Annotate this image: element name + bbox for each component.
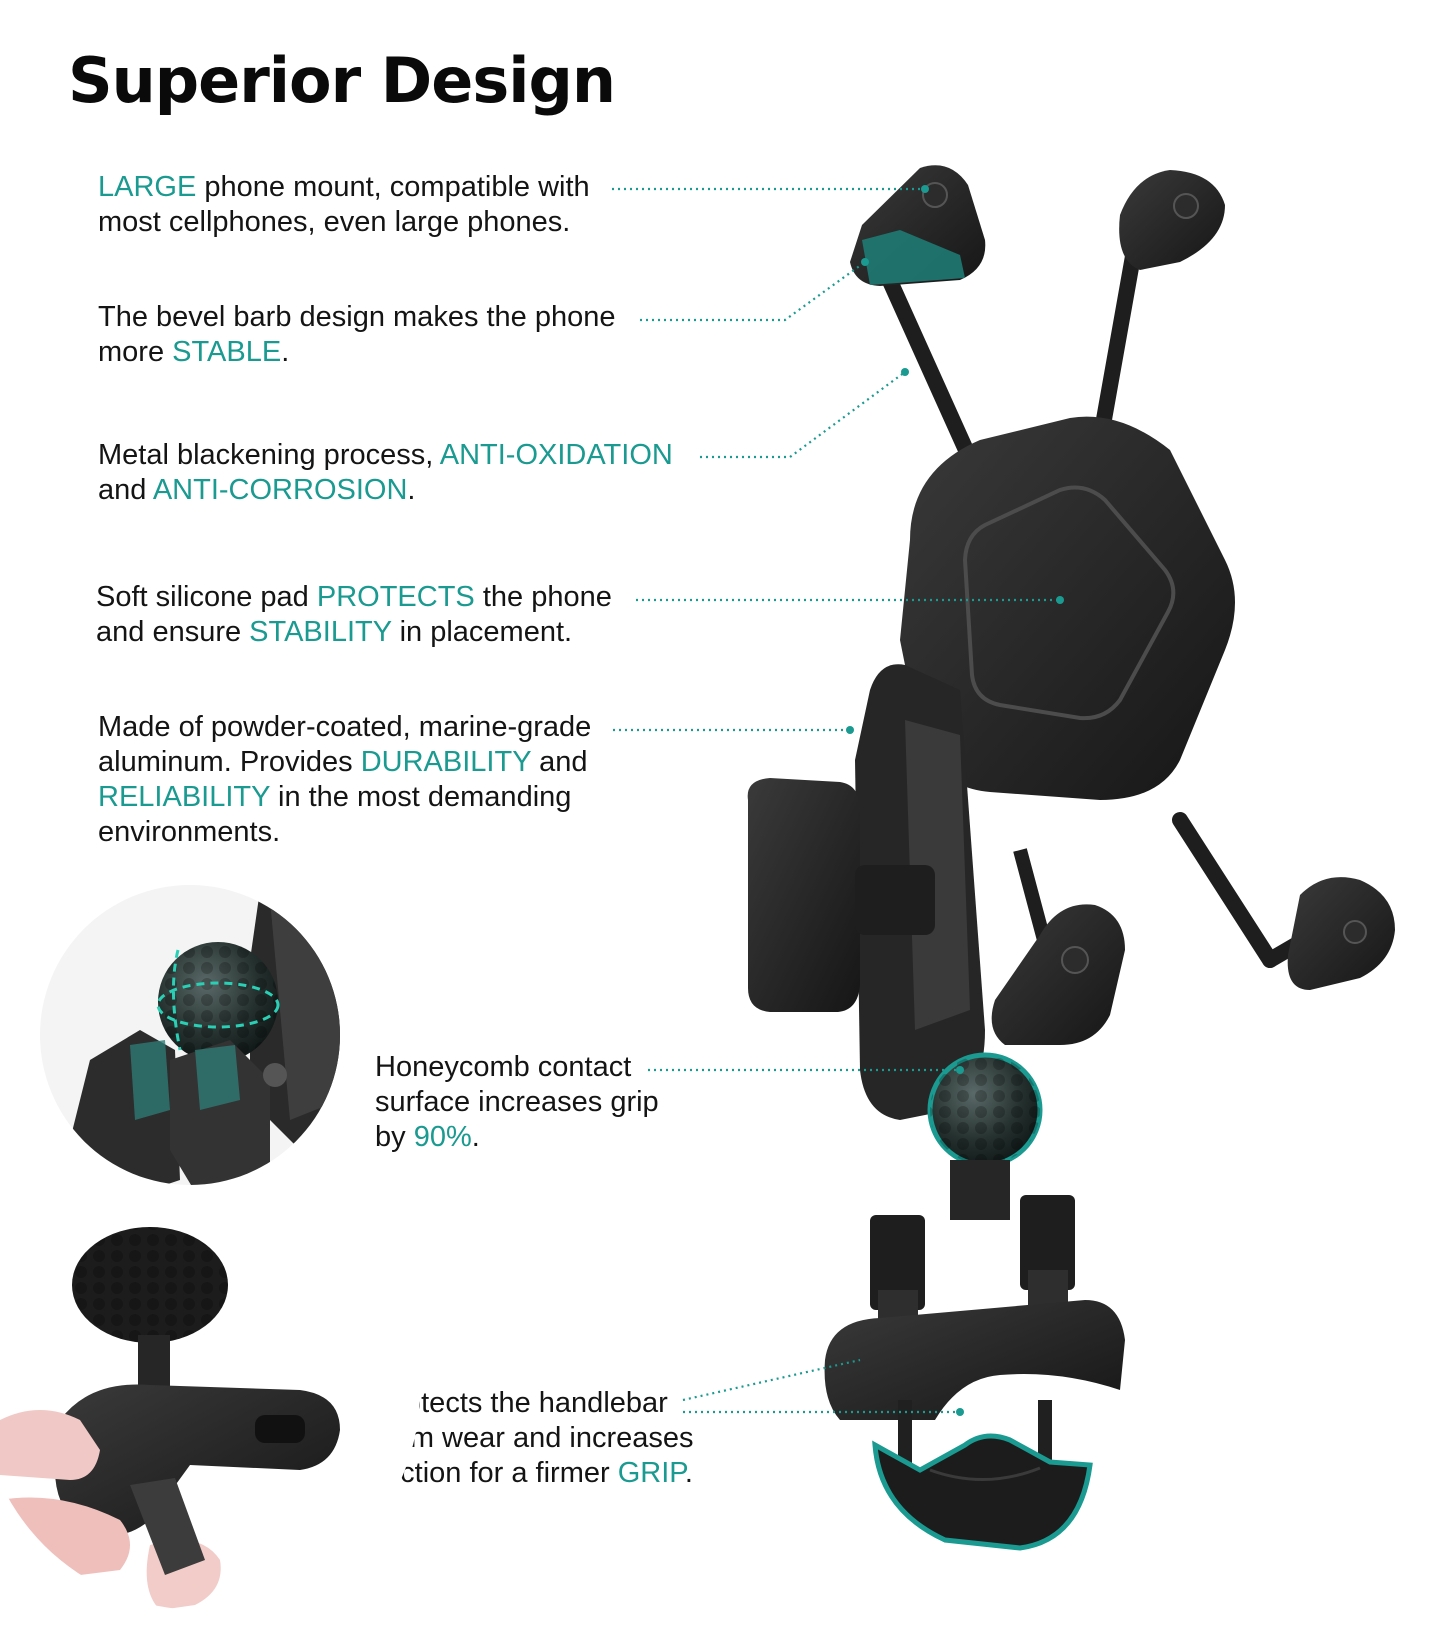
body-text: Metal blackening process, <box>98 439 440 471</box>
feature-line: The bevel barb design makes the phone <box>98 300 616 335</box>
feature-line: environments. <box>98 815 591 850</box>
body-text: Made of powder-coated, marine-grade <box>98 711 592 743</box>
feature-line: Made of powder-coated, marine-grade <box>98 710 591 745</box>
body-text: and <box>531 746 588 778</box>
body-text: . <box>407 474 416 506</box>
body-text: The bevel barb design makes the phone <box>98 301 616 333</box>
highlight-text: RELIABILITY <box>98 781 270 813</box>
ball-joint-detail-image <box>40 885 340 1185</box>
feature-line: by 90%. <box>375 1120 659 1155</box>
body-text: more <box>98 336 173 368</box>
body-text: and <box>98 474 153 506</box>
feature-line: aluminum. Provides DURABILITY and <box>98 745 591 780</box>
highlight-text: STABLE <box>172 336 282 368</box>
highlight-text: 90% <box>413 1121 472 1153</box>
body-text: friction for a firmer <box>376 1457 618 1489</box>
feature-line: from wear and increases <box>376 1421 694 1456</box>
body-text: the phone <box>474 581 612 613</box>
feature-line: Honeycomb contact <box>375 1050 659 1085</box>
feature-line: more STABLE. <box>98 335 616 370</box>
body-text: and ensure <box>96 616 250 648</box>
feature-line: most cellphones, even large phones. <box>98 205 590 240</box>
highlight-text: ANTI-CORROSION <box>152 474 408 506</box>
callout-dots <box>846 185 1064 1416</box>
highlight-text: GRIP <box>617 1457 685 1489</box>
body-text: Protects the handlebar <box>376 1387 668 1419</box>
body-text: Honeycomb contact <box>375 1051 632 1083</box>
highlight-text: STABILITY <box>249 616 392 648</box>
body-text: . <box>471 1121 480 1153</box>
feature-line: Metal blackening process, ANTI-OXIDATION <box>98 438 673 473</box>
feature-line: LARGE phone mount, compatible with <box>98 170 590 205</box>
base-ball-hand-image <box>0 1220 420 1610</box>
body-text: in the most demanding <box>269 781 572 813</box>
body-text: surface increases grip <box>375 1086 659 1118</box>
highlight-text: PROTECTS <box>316 581 475 613</box>
feature-metal-blackening: Metal blackening process, ANTI-OXIDATION… <box>98 438 673 508</box>
body-text: phone mount, compatible with <box>196 171 590 203</box>
body-text: environments. <box>98 816 281 848</box>
feature-line: and ANTI-CORROSION. <box>98 473 673 508</box>
highlight-text: LARGE <box>98 171 197 203</box>
feature-line: friction for a firmer GRIP. <box>376 1456 694 1491</box>
body-text: . <box>684 1457 693 1489</box>
feature-line: Soft silicone pad PROTECTS the phone <box>96 580 612 615</box>
page-title: Superior Design <box>68 44 616 117</box>
feature-line: and ensure STABILITY in placement. <box>96 615 612 650</box>
body-text: aluminum. Provides <box>98 746 361 778</box>
body-text: by <box>375 1121 414 1153</box>
feature-line: RELIABILITY in the most demanding <box>98 780 591 815</box>
highlight-text: DURABILITY <box>360 746 532 778</box>
body-text: from wear and increases <box>376 1422 694 1454</box>
body-text: . <box>281 336 290 368</box>
highlight-text: ANTI-OXIDATION <box>439 439 673 471</box>
feature-line: Protects the handlebar <box>376 1386 694 1421</box>
body-text: Soft silicone pad <box>96 581 317 613</box>
body-text: most cellphones, even large phones. <box>98 206 571 238</box>
phone-mount-product-image <box>747 165 1395 1551</box>
feature-line: surface increases grip <box>375 1085 659 1120</box>
callout-lines <box>612 187 1060 1414</box>
body-text: in placement. <box>391 616 573 648</box>
